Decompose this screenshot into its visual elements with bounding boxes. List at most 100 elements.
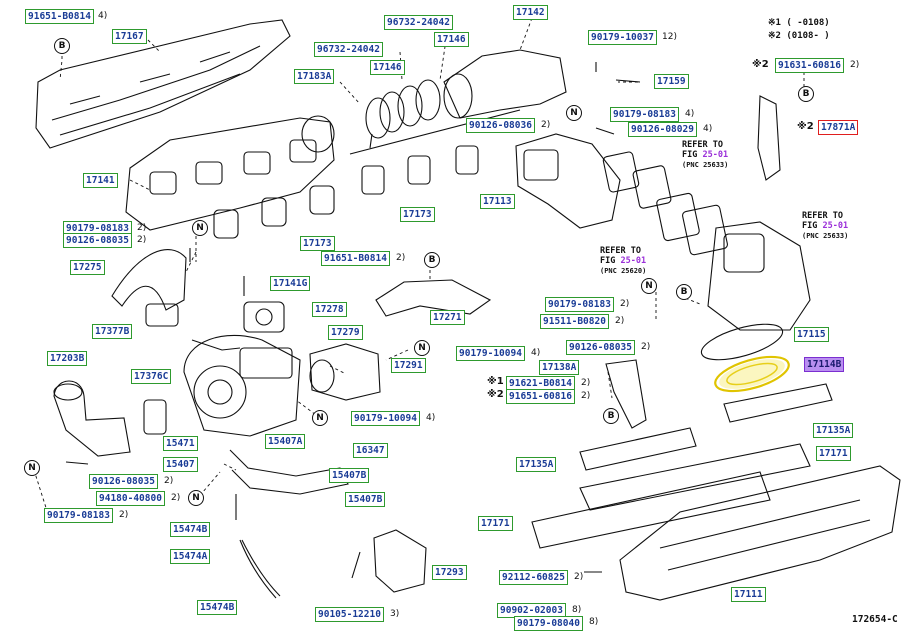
diagram-reference-number: 172654-C [852,614,898,625]
bracket-17293 [373,529,427,593]
part-qty: 4) [685,109,695,119]
circle-n-marker: N [24,460,40,476]
part-label[interactable]: 17279 [328,325,363,340]
part-qty: 2) [119,510,129,520]
circle-b-marker: B [676,284,692,300]
part-label[interactable]: 17138A [539,360,580,375]
part-label[interactable]: 90179-08183 [44,508,113,523]
part-label[interactable]: 17171 [816,446,851,461]
part-label[interactable]: 91651-B0814 [25,9,94,24]
turbocharger [183,334,301,437]
part-label[interactable]: 17275 [70,260,105,275]
part-label[interactable]: 15474B [197,600,238,615]
part-label[interactable]: 91651-60816 [506,389,575,404]
part-label[interactable]: 17203B [47,351,88,366]
part-label[interactable]: 91651-B0814 [321,251,390,266]
part-label[interactable]: 17291 [391,358,426,373]
part-qty: 8) [572,605,582,615]
part-label[interactable]: 91511-B0820 [540,314,609,329]
part-label[interactable]: 17111 [731,587,766,602]
part-label[interactable]: 96732-24042 [384,15,453,30]
part-label[interactable]: 17293 [432,565,467,580]
part-label[interactable]: 90179-08183 [610,107,679,122]
exhaust-manifold-17141 [125,117,335,231]
part-label-selected[interactable]: 17114B [804,357,845,372]
part-label[interactable]: 15407A [265,434,306,449]
part-qty: 2) [574,572,584,582]
part-label[interactable]: 17278 [312,302,347,317]
part-label[interactable]: 90179-10094 [456,346,525,361]
circle-b-marker: B [603,408,619,424]
part-qty: 2) [620,299,630,309]
part-label[interactable]: 92112-60825 [499,570,568,585]
circle-b-marker: B [424,252,440,268]
part-qty: 2) [615,316,625,326]
part-label[interactable]: 17141G [270,276,311,291]
part-qty: 2) [850,60,860,70]
part-qty: 2) [137,223,147,233]
circle-n-marker: N [566,105,582,121]
fig-link[interactable]: 25-01 [702,150,729,160]
part-label[interactable]: 17115 [794,327,829,342]
part-label[interactable]: 17159 [654,74,689,89]
part-label[interactable]: 15474A [170,549,211,564]
star-marker-2: ※2 [752,59,769,70]
fig-link[interactable]: 25-01 [822,221,849,231]
part-label[interactable]: 15474B [170,522,211,537]
exhaust-pipe-17115 [707,221,811,331]
gasket-17114B-outline [714,355,790,393]
oil-pipe-15474 [235,494,277,599]
exhaust-elbow-17113 [515,133,621,229]
water-pipe-17275 [111,249,187,311]
part-label[interactable]: 17376C [131,369,172,384]
part-qty: 2) [641,342,651,352]
gasket-17135A-upper [723,383,833,423]
part-label[interactable]: 90179-10037 [588,30,657,45]
part-label[interactable]: 90105-12210 [315,607,384,622]
part-qty: 2) [541,120,551,130]
part-qty: 2) [171,493,181,503]
part-label[interactable]: 15407 [163,457,198,472]
part-label[interactable]: 15407B [329,468,370,483]
part-label[interactable]: 91631-60816 [775,58,844,73]
star-marker-1: ※1 [487,376,504,387]
legend-line-1: ※1 ( -0108) [768,18,830,28]
part-label[interactable]: 17173 [300,236,335,251]
part-qty: 2) [581,391,591,401]
part-qty: 4) [531,348,541,358]
part-label[interactable]: 90126-08035 [566,340,635,355]
part-label[interactable]: 15471 [163,436,198,451]
refer-note-1: REFER TO FIG 25-01 (PNC 25633) [682,140,729,169]
part-label-highlighted[interactable]: 17871A [818,120,859,135]
part-label[interactable]: 17142 [513,5,548,20]
part-label[interactable]: 17146 [370,60,405,75]
part-label[interactable]: 90126-08035 [89,474,158,489]
part-label[interactable]: 17135A [813,423,854,438]
part-label[interactable]: 90179-08183 [545,297,614,312]
part-label[interactable]: 90126-08029 [628,122,697,137]
part-label[interactable]: 17171 [478,516,513,531]
part-qty: 2) [164,476,174,486]
part-label[interactable]: 17183A [294,69,335,84]
part-label[interactable]: 96732-24042 [314,42,383,57]
fig-link[interactable]: 25-01 [620,256,647,266]
part-label[interactable]: 17173 [400,207,435,222]
part-label[interactable]: 17146 [434,32,469,47]
part-label[interactable]: 16347 [353,443,388,458]
intake-manifold-17111 [619,465,901,601]
part-label[interactable]: 17141 [83,173,118,188]
part-qty: 2) [137,235,147,245]
circle-n-marker: N [414,340,430,356]
part-label[interactable]: 90126-08035 [63,233,132,248]
part-label[interactable]: 90126-08036 [466,118,535,133]
part-label[interactable]: 94180-40800 [96,491,165,506]
part-label[interactable]: 17377B [92,324,133,339]
part-label[interactable]: 17271 [430,310,465,325]
part-label[interactable]: 90179-08040 [514,616,583,631]
part-label[interactable]: 90179-10094 [351,411,420,426]
gasket-17135A-lower [579,427,697,471]
part-label[interactable]: 17113 [480,194,515,209]
part-label[interactable]: 15407B [345,492,386,507]
part-label[interactable]: 17167 [112,29,147,44]
part-label[interactable]: 17135A [516,457,557,472]
